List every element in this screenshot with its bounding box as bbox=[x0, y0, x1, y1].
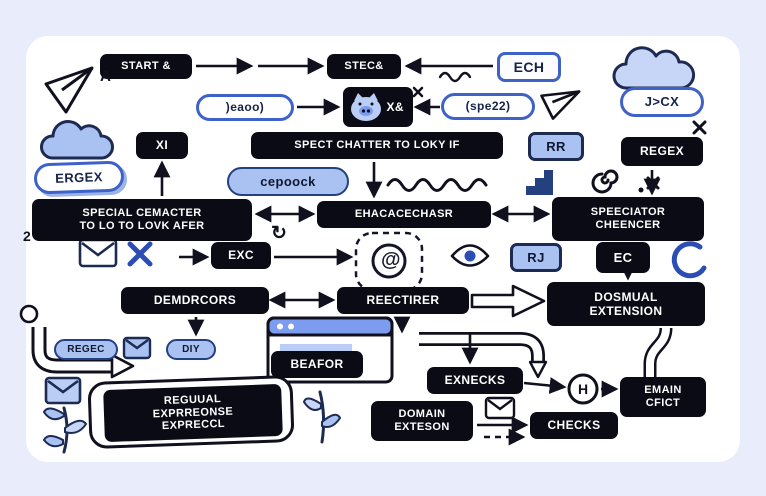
node-rj: RJ bbox=[510, 243, 562, 272]
node-ehacacechasr: EHACACECHASR bbox=[317, 201, 491, 228]
node-exnecks: EXNECKS bbox=[427, 367, 523, 394]
node-rr: RR bbox=[528, 132, 584, 161]
node-checks: CHECKS bbox=[530, 412, 618, 439]
node-reectirer: REECTIRER bbox=[337, 287, 469, 314]
paper-plane-icon bbox=[44, 66, 94, 114]
edge-layer bbox=[153, 57, 661, 446]
block-arrow-right bbox=[470, 284, 546, 318]
envelope-icon-3 bbox=[484, 396, 516, 420]
stairs-icon bbox=[526, 170, 553, 195]
node-regex: REGEX bbox=[621, 137, 703, 166]
squiggle-line bbox=[386, 178, 488, 192]
node-cepoock: cepoock bbox=[227, 167, 349, 196]
spiral-icon bbox=[591, 169, 619, 194]
edge-19 bbox=[523, 377, 567, 394]
envelope-icon-2 bbox=[44, 376, 82, 405]
cloud-icon-2 bbox=[40, 119, 114, 160]
node-special-cemacter: SPECIAL CEMACTER TO LO TO LOVK AFER bbox=[32, 199, 252, 241]
node-domain-exteson: DOMAIN EXTESON bbox=[371, 401, 473, 441]
x-mark-icon bbox=[127, 241, 153, 267]
node-dosmual-extension: DOSMUAL EXTENSION bbox=[547, 282, 705, 326]
paper-plane-icon-2 bbox=[540, 90, 581, 120]
node-demdrcors: DEMDRCORS bbox=[121, 287, 269, 314]
envelope-icon-4 bbox=[122, 336, 152, 360]
node-spect-chatter: SPECT CHATTER TO LOKY IF bbox=[251, 132, 503, 159]
h-circle-node bbox=[567, 373, 599, 405]
node-ech: ECH bbox=[497, 52, 561, 82]
pipe-connector-mid bbox=[419, 332, 548, 379]
x-mark-icon-4 bbox=[412, 86, 424, 98]
node-xi: XI bbox=[136, 132, 188, 159]
node-reguual: REGUUAL EXPRREONSE EXPRECCL bbox=[103, 383, 283, 443]
node-spe22: (spe22) bbox=[441, 93, 535, 120]
node-stec: STEC& bbox=[327, 54, 401, 79]
curved-arrow-tube-left bbox=[31, 327, 135, 379]
node-ergex: ERGEX bbox=[33, 160, 125, 195]
node-start: START & bbox=[100, 54, 192, 79]
squiggle-small bbox=[438, 71, 472, 83]
node-diy: DIY bbox=[166, 339, 216, 360]
x-mark-icon-2 bbox=[692, 120, 707, 135]
node-speeciator: SPEECIATOR CHEENCER bbox=[552, 197, 704, 241]
node-x-amp: X& bbox=[343, 87, 413, 127]
node-jeaoo: )eaoo) bbox=[196, 94, 294, 121]
node-emain-cfict: EMAIN CFICT bbox=[620, 377, 706, 417]
node-ec: EC bbox=[596, 242, 650, 273]
c-arc-icon bbox=[671, 241, 707, 279]
node-beafor: BEAFOR bbox=[271, 351, 363, 378]
at-symbol-badge bbox=[354, 231, 424, 292]
plant-icon bbox=[42, 406, 88, 454]
cloud-icon bbox=[612, 46, 696, 90]
leaves-icon bbox=[302, 390, 342, 444]
node-regec: REGEC bbox=[54, 339, 118, 360]
node-jcx: J>CX bbox=[620, 87, 704, 117]
node-exc: EXC bbox=[211, 242, 271, 269]
o-circle-icon bbox=[19, 304, 39, 324]
eye-icon bbox=[450, 244, 490, 267]
